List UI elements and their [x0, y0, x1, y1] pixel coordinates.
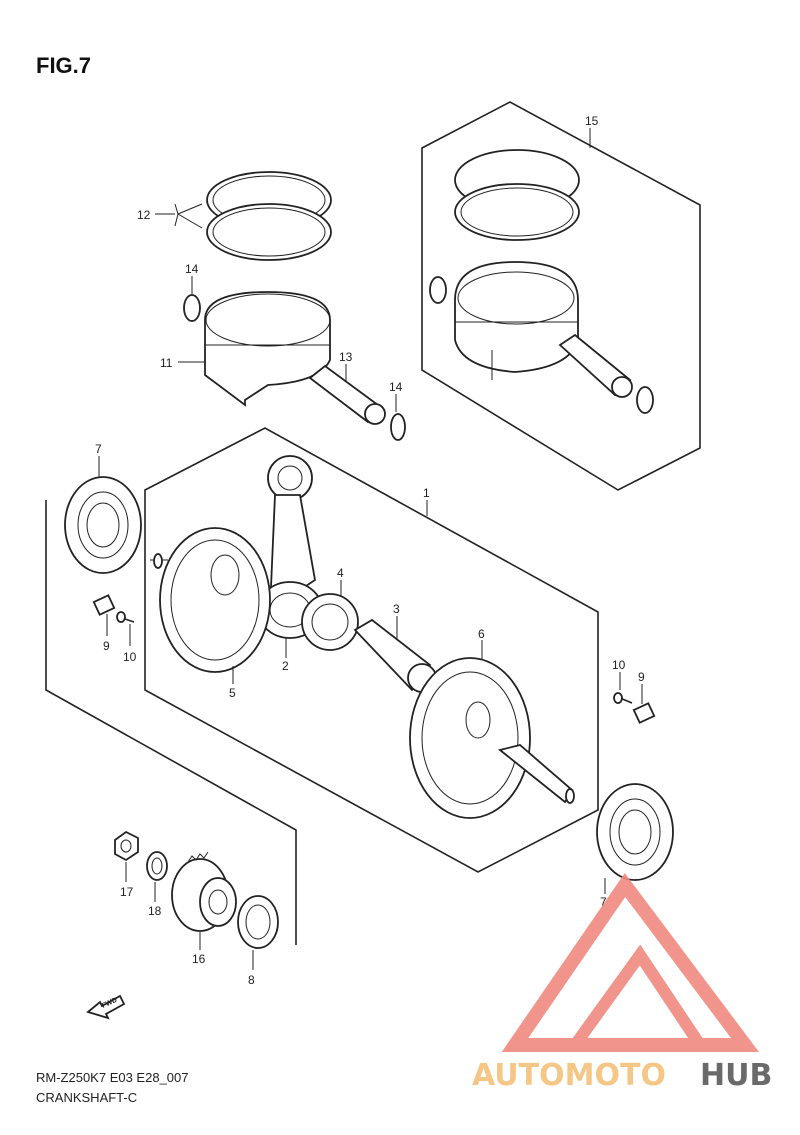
- callout-11: 11: [160, 356, 173, 370]
- crank-web-6: [409, 657, 575, 819]
- diagram-code: RM-Z250K7 E03 E28_007: [36, 1070, 188, 1085]
- piston-kit-15: [429, 149, 654, 414]
- leader-lines: [98, 128, 643, 970]
- watermark-part2: HUB: [700, 1058, 772, 1093]
- automotohub-logo: AUTOMOTO HUB: [472, 873, 772, 1093]
- bolt-10-left: [116, 611, 135, 623]
- needle-bearing-4: [301, 593, 359, 651]
- watermark-part1: AUTOMOTO: [472, 1058, 666, 1093]
- piston-11: [204, 291, 331, 407]
- bolt-10-right: [613, 692, 633, 704]
- crankshaft-bearing-7-left: [64, 476, 142, 574]
- callout-2: 2: [282, 659, 289, 673]
- callout-1: 1: [423, 486, 430, 500]
- callout-7: 7: [95, 442, 102, 456]
- nut-17: [114, 830, 139, 862]
- callout-14b: 14: [389, 380, 403, 394]
- callout-7-right: 7: [600, 895, 607, 909]
- callout-5: 5: [229, 686, 236, 700]
- washer-9-left: [92, 594, 116, 616]
- callout-16: 16: [192, 952, 206, 966]
- washer-18: [146, 851, 168, 881]
- oil-seal-8: [237, 895, 279, 949]
- callout-10-right: 10: [612, 658, 626, 672]
- crankshaft-assembly-boundary: [144, 427, 599, 873]
- crank-web-5: [150, 527, 271, 673]
- callout-12: 12: [137, 208, 151, 222]
- callout-6: 6: [478, 627, 485, 641]
- fwd-arrow-icon: FWD: [86, 994, 126, 1020]
- gear-group-boundary: [45, 500, 297, 945]
- washer-9-right: [632, 702, 656, 724]
- callout-10-left: 10: [123, 650, 137, 664]
- callout-8: 8: [248, 973, 255, 987]
- callout-13: 13: [339, 350, 353, 364]
- diagram-name: CRANKSHAFT-C: [36, 1090, 137, 1105]
- piston-rings-12: [206, 171, 332, 261]
- callout-18: 18: [148, 904, 162, 918]
- callout-4: 4: [337, 566, 344, 580]
- callout-9-left: 9: [103, 639, 110, 653]
- callout-14: 14: [185, 262, 199, 276]
- piston-pin-clip-14b: [390, 413, 406, 441]
- crankshaft-bearing-7-right: [596, 783, 674, 881]
- callout-15: 15: [585, 114, 599, 128]
- callout-17: 17: [120, 885, 134, 899]
- piston-pin-13: [308, 364, 386, 425]
- figure-title: FIG.7: [36, 53, 91, 78]
- callout-3: 3: [393, 602, 400, 616]
- primary-drive-gear-16: [171, 851, 237, 932]
- callout-9-right: 9: [638, 670, 645, 684]
- piston-kit-boundary: [421, 101, 701, 491]
- crank-pin-3: [353, 618, 437, 693]
- piston-pin-clip-14: [183, 294, 201, 322]
